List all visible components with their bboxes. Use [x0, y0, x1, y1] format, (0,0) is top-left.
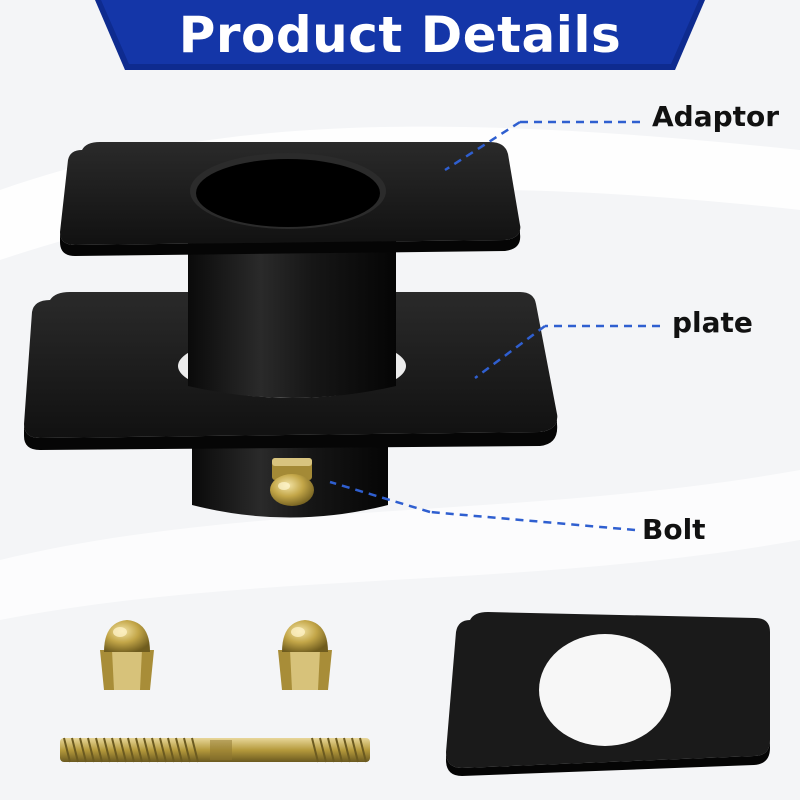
banner-shape — [95, 0, 705, 70]
header-banner: Product Details — [95, 0, 705, 75]
bolt-label: Bolt — [642, 513, 706, 546]
page-title: Product Details — [178, 6, 622, 64]
adaptor-label: Adaptor — [652, 100, 780, 133]
plate-label: plate — [672, 306, 753, 339]
